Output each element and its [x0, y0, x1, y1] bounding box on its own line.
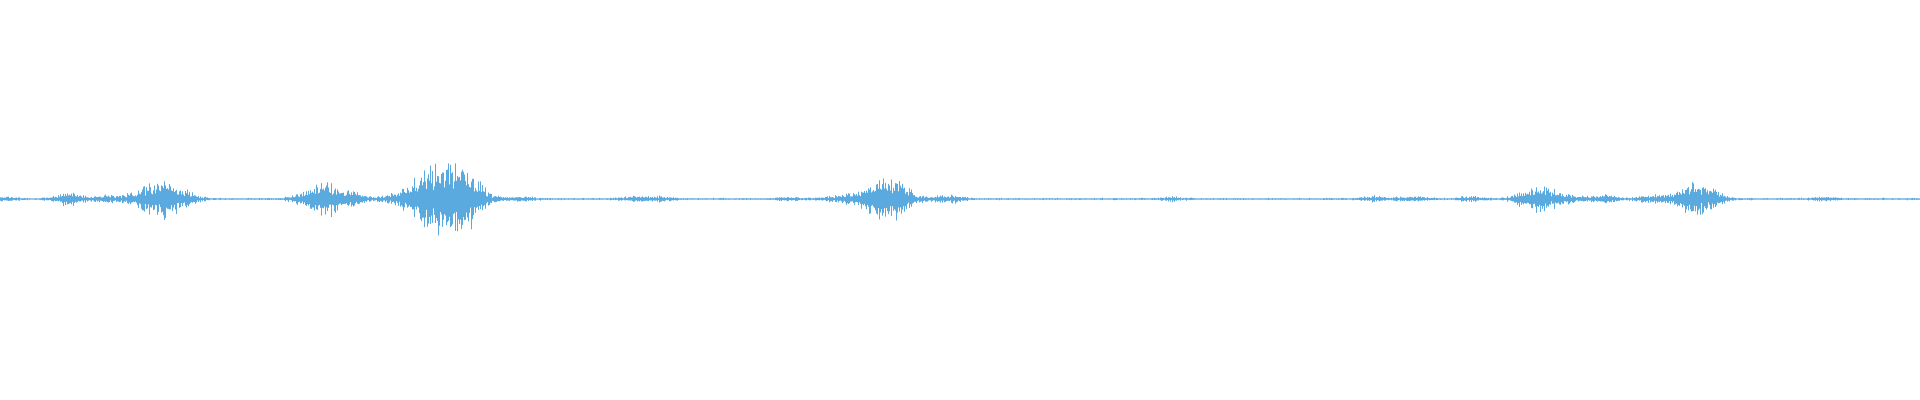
waveform-bars	[0, 163, 1920, 236]
